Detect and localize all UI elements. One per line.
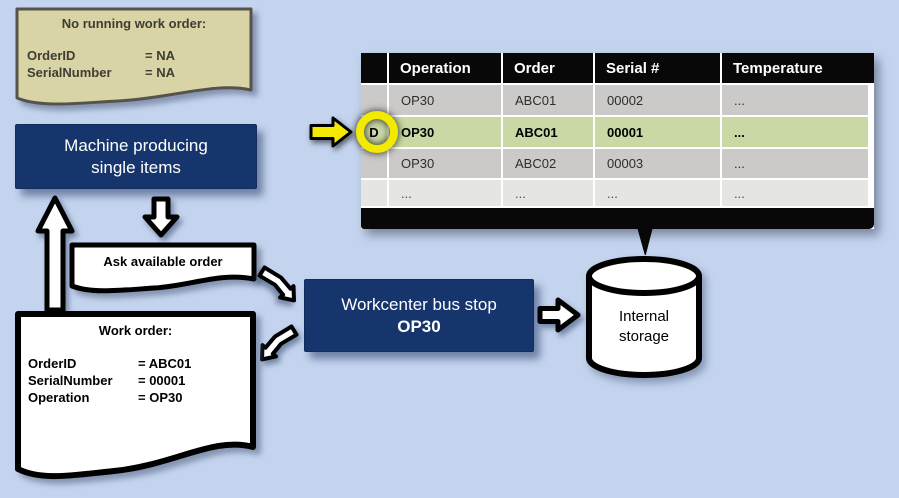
- workcenter-bus-stop-box: Workcenter bus stop OP30: [304, 279, 534, 352]
- table-cell-order: ABC01: [503, 117, 593, 147]
- table-cell-order: ABC02: [503, 149, 593, 178]
- field-value: = ABC01: [138, 356, 192, 371]
- ask-available-order-doc: Ask available order: [68, 241, 258, 299]
- field-label: Operation: [28, 390, 90, 405]
- table-header-marker: [361, 53, 387, 83]
- storage-label-line1: Internal: [618, 308, 670, 325]
- row-spacer: [870, 149, 874, 178]
- document-shape: [15, 311, 256, 480]
- table-cell-operation: ...: [389, 180, 501, 206]
- highlight-ring-icon: [356, 111, 398, 153]
- note-title: No running work order:: [61, 16, 207, 31]
- ask-order-label: Ask available order: [103, 254, 223, 269]
- work-order-field-serialnumber: SerialNumber = 00001: [14, 372, 257, 389]
- work-order-title: Work order:: [98, 323, 173, 338]
- field-label: OrderID: [27, 48, 76, 63]
- machine-box-line1: Machine producing: [64, 135, 208, 155]
- field-value: = NA: [145, 65, 175, 80]
- table-cell-operation: OP30: [389, 85, 501, 115]
- workcenter-line2: OP30: [397, 316, 441, 336]
- field-value: = 00001: [138, 373, 186, 388]
- table-cell-serial: 00002: [595, 85, 720, 115]
- workcenter-line1: Workcenter bus stop: [341, 294, 497, 314]
- table-cell-temperature: ...: [722, 180, 868, 206]
- document-shape: [69, 242, 257, 294]
- table-cell-temperature: ...: [722, 149, 868, 178]
- table-row-marker: [361, 180, 387, 206]
- field-label: SerialNumber: [27, 65, 112, 80]
- table-cell-serial: 00001: [595, 117, 720, 147]
- no-running-work-order-note: No running work order: OrderID = NA Seri…: [14, 6, 254, 114]
- field-value: = OP30: [138, 390, 183, 405]
- work-order-doc: Work order: OrderID = ABC01 SerialNumber…: [14, 310, 257, 485]
- table-cell-temperature: ...: [722, 117, 868, 147]
- storage-label-line2: storage: [618, 328, 670, 345]
- table-to-storage-tail: [637, 227, 653, 255]
- table-cell-temperature: ...: [722, 85, 868, 115]
- table-cell-serial: ...: [595, 180, 720, 206]
- current-row-pointer-arrow-icon: [309, 115, 353, 149]
- field-label: SerialNumber: [28, 373, 113, 388]
- internal-storage-cylinder: Internal storage: [585, 255, 703, 381]
- work-orders-table: Operation Order Serial # Temperature OP3…: [361, 53, 874, 229]
- workorder-to-machine-arrow-icon: [35, 195, 75, 313]
- field-value: = NA: [145, 48, 175, 63]
- table-cell-order: ABC01: [503, 85, 593, 115]
- table-header-operation: Operation: [389, 53, 501, 83]
- row-spacer: [870, 85, 874, 115]
- table-footer-bar: [361, 208, 874, 229]
- table-row-marker: [361, 149, 387, 178]
- ask-to-workcenter-arrow-icon: [254, 263, 302, 309]
- table-header-temperature: Temperature: [722, 53, 874, 83]
- row-spacer: [870, 180, 874, 206]
- table-header-order: Order: [503, 53, 593, 83]
- table-cell-operation: OP30: [389, 117, 501, 147]
- note-field-serialnumber: SerialNumber = NA: [14, 64, 254, 81]
- table-header-serial: Serial #: [595, 53, 720, 83]
- table-row-marker: [361, 85, 387, 115]
- work-order-field-operation: Operation = OP30: [14, 389, 257, 406]
- machine-box-line2: single items: [91, 157, 181, 177]
- table-cell-serial: 00003: [595, 149, 720, 178]
- row-spacer: [870, 117, 874, 147]
- workcenter-to-storage-arrow-icon: [537, 296, 581, 334]
- note-field-orderid: OrderID = NA: [14, 47, 254, 64]
- document-shape: [15, 7, 253, 106]
- work-order-field-orderid: OrderID = ABC01: [14, 355, 257, 372]
- table-cell-order: ...: [503, 180, 593, 206]
- machine-box: Machine producing single items: [15, 124, 257, 189]
- machine-to-ask-arrow-icon: [142, 196, 180, 238]
- cylinder-shape: [586, 256, 702, 378]
- workcenter-to-workorder-arrow-icon: [254, 322, 302, 368]
- table-cell-operation: OP30: [389, 149, 501, 178]
- field-label: OrderID: [28, 356, 77, 371]
